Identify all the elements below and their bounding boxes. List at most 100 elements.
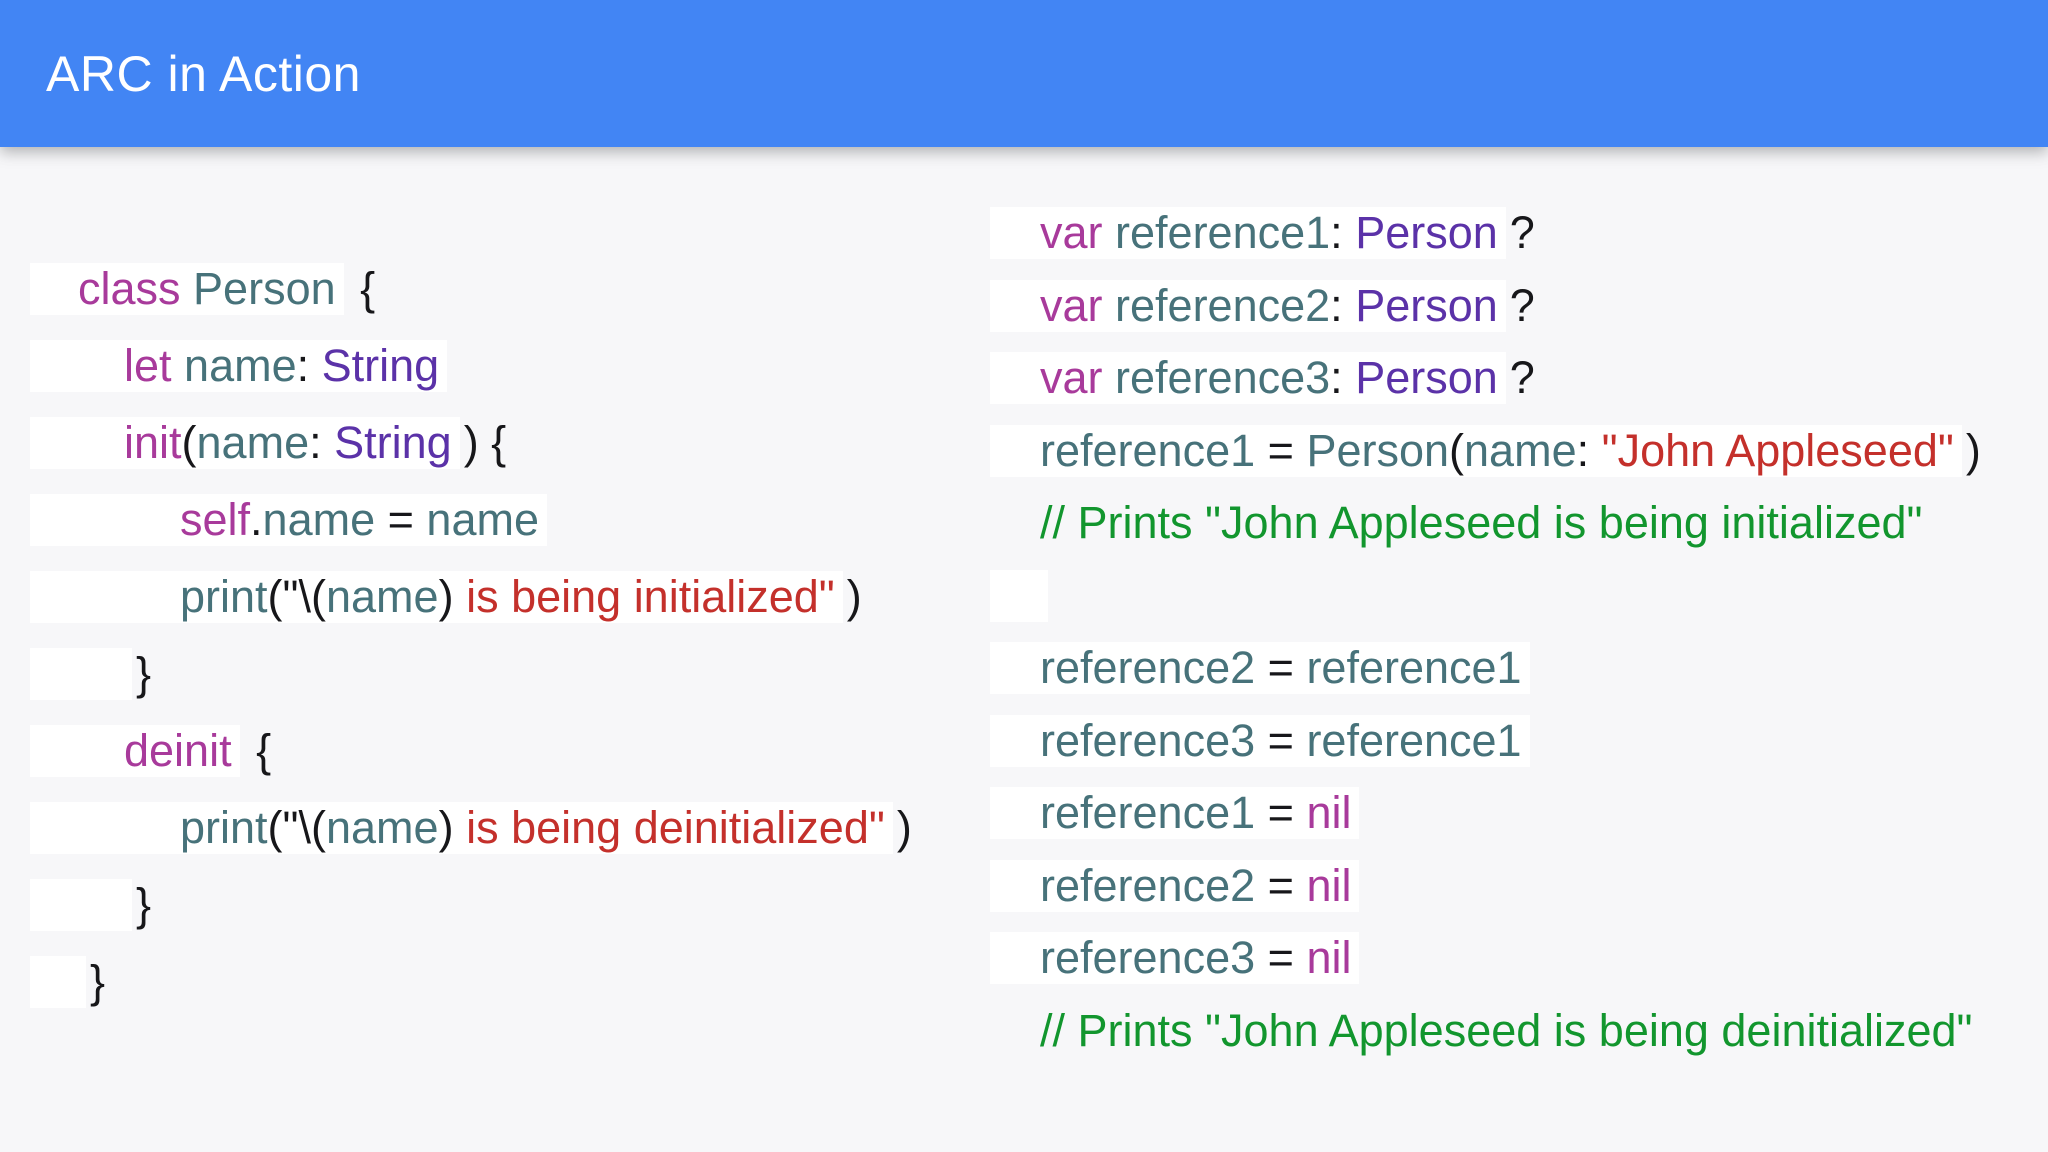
code-token: (	[181, 416, 197, 468]
code-token: }	[136, 647, 152, 699]
code-line-highlight: init(name: String	[30, 416, 460, 469]
code-token: :	[1330, 279, 1356, 331]
code-token: =	[1255, 932, 1307, 984]
code-token: is being deinitialized"	[453, 801, 885, 853]
code-token: reference1	[1306, 642, 1522, 694]
code-token: :	[1330, 207, 1356, 259]
code-token: reference1	[1115, 207, 1331, 259]
code-token: nil	[1306, 859, 1352, 911]
code-token: print	[180, 801, 268, 853]
code-token: deinit	[124, 724, 232, 776]
code-token: :	[296, 339, 322, 391]
code-token: var	[1040, 352, 1103, 404]
page-title: ARC in Action	[46, 45, 361, 102]
code-token: ?	[1509, 279, 1535, 331]
code-line-highlight: self.name = name	[30, 493, 547, 546]
code-token: :	[1330, 352, 1356, 404]
code-line-highlight: reference3 = reference1	[990, 714, 1530, 767]
code-line	[990, 560, 1981, 633]
code-token: ("\(	[267, 570, 326, 622]
code-line: var reference1: Person?	[990, 197, 1981, 270]
code-token: reference2	[1115, 279, 1331, 331]
code-line-highlight: print("\(name) is being initialized"	[30, 570, 843, 623]
code-line: reference1 = Person(name: "John Applesee…	[990, 415, 1981, 488]
code-token: reference1	[1040, 787, 1256, 839]
code-line-highlight: reference1 = Person(name: "John Applesee…	[990, 424, 1962, 477]
code-token: reference1	[1306, 714, 1522, 766]
code-token	[1103, 207, 1116, 258]
code-token: is being initialized"	[453, 570, 835, 622]
code-token: self	[180, 493, 251, 545]
code-token: init	[124, 416, 182, 468]
code-token: name	[326, 801, 439, 853]
code-token: Person	[1355, 352, 1498, 404]
code-line: init(name: String) {	[30, 404, 912, 481]
code-line-highlight: var reference1: Person	[990, 207, 1506, 260]
code-token: ?	[1509, 352, 1535, 404]
code-line: self.name = name	[30, 481, 912, 558]
slide-header: ARC in Action	[0, 0, 2048, 147]
code-token: reference3	[1040, 932, 1256, 984]
code-token: name	[196, 416, 310, 468]
code-column-left: class Person { let name: String init(name:…	[30, 250, 912, 1020]
code-token: =	[1255, 714, 1307, 766]
code-token	[172, 340, 185, 391]
code-line: reference2 = reference1	[990, 632, 1981, 705]
code-line-highlight: reference2 = nil	[990, 859, 1360, 912]
code-token: )	[846, 570, 862, 622]
code-line-highlight: reference3 = nil	[990, 932, 1360, 985]
code-line-highlight: // Prints "John Appleseed is being initi…	[990, 497, 1930, 549]
empty-line-highlight	[30, 878, 132, 931]
code-line: // Prints "John Appleseed is being deini…	[990, 995, 1981, 1068]
code-token: )	[438, 801, 454, 853]
code-line: reference3 = nil	[990, 922, 1981, 995]
code-line-highlight: // Prints "John Appleseed is being deini…	[990, 1005, 1981, 1057]
code-token: String	[321, 339, 440, 391]
code-token: =	[375, 493, 427, 545]
code-line-highlight: print("\(name) is being deinitialized"	[30, 801, 893, 854]
code-column-right: var reference1: Person?var reference2: P…	[990, 197, 1981, 1067]
code-token: :	[1576, 424, 1602, 476]
code-line: reference1 = nil	[990, 777, 1981, 850]
code-token: name	[184, 339, 297, 391]
code-token: name	[262, 493, 376, 545]
code-line-highlight: deinit	[30, 724, 240, 777]
code-token: }	[136, 878, 152, 930]
code-token: var	[1040, 207, 1103, 259]
code-token: ) {	[463, 416, 507, 468]
code-token: Person	[1355, 279, 1498, 331]
code-line: // Prints "John Appleseed is being initi…	[990, 487, 1981, 560]
code-token: // Prints "John Appleseed is being initi…	[1040, 497, 1923, 549]
code-token	[1103, 280, 1116, 331]
code-line: class Person {	[30, 250, 912, 327]
code-token: =	[1255, 424, 1307, 476]
code-token	[181, 263, 194, 314]
code-token: ?	[1509, 207, 1535, 259]
code-line: }	[30, 943, 912, 1020]
code-token: )	[438, 570, 454, 622]
code-token: =	[1255, 642, 1307, 694]
code-token: reference1	[1040, 424, 1256, 476]
code-token: // Prints "John Appleseed is being deini…	[1040, 1004, 1973, 1056]
empty-line-highlight	[30, 955, 86, 1008]
code-line-highlight: reference1 = nil	[990, 787, 1360, 840]
code-token: )	[1965, 424, 1981, 476]
code-token: name	[1464, 424, 1577, 476]
code-line: reference3 = reference1	[990, 705, 1981, 778]
code-token: nil	[1306, 787, 1352, 839]
code-token: reference3	[1040, 714, 1256, 766]
code-line: reference2 = nil	[990, 850, 1981, 923]
code-token: "John Appleseed"	[1601, 424, 1954, 476]
code-line: print("\(name) is being deinitialized")	[30, 789, 912, 866]
code-token: name	[326, 570, 439, 622]
code-line-highlight: var reference3: Person	[990, 352, 1506, 405]
code-line: deinit {	[30, 712, 912, 789]
code-line: var reference2: Person?	[990, 270, 1981, 343]
empty-line-highlight	[990, 569, 1048, 622]
code-line: print("\(name) is being initialized")	[30, 558, 912, 635]
code-token: let	[124, 339, 172, 391]
code-token: class	[78, 262, 181, 314]
code-token: {	[243, 724, 272, 776]
code-token: (	[1449, 424, 1465, 476]
